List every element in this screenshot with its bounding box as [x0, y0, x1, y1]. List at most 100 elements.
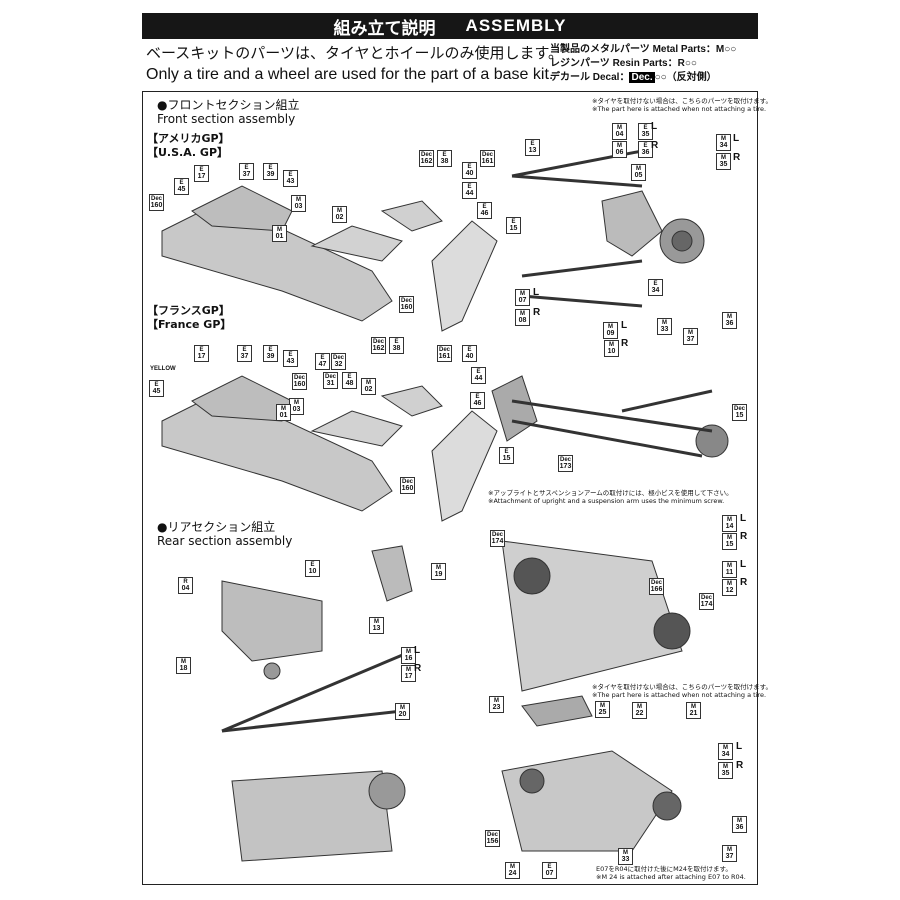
- part-label-prefix: M: [608, 324, 613, 330]
- m24-note-jp: E07をR04に取付けた後にM24を取付けます。: [596, 865, 732, 873]
- part-label-number: 36: [725, 320, 734, 327]
- part-label-prefix: E: [482, 204, 487, 210]
- part-label-number: 03: [292, 406, 301, 413]
- part-label-number: 44: [465, 190, 474, 197]
- front-section-jp: ●フロントセクション組立: [157, 98, 300, 112]
- part-label-prefix: Dec: [372, 339, 384, 345]
- left-side-mark: L: [533, 287, 540, 298]
- part-label-number: 37: [240, 353, 249, 360]
- decal-legend: デカール Decal：Dec.○○（反対側）: [550, 71, 736, 85]
- part-label-number: 07: [545, 870, 554, 877]
- part-label-prefix: E: [442, 152, 447, 158]
- front-hub-assembled: [695, 424, 729, 458]
- part-label-number: 174: [491, 538, 504, 545]
- intro-text: ベースキットのパーツは、タイヤとホイールのみ使用します。 Only a tire…: [146, 42, 563, 86]
- part-label-prefix: E: [530, 141, 535, 147]
- left-side-mark: L: [621, 320, 628, 331]
- part-label-number: 11: [725, 569, 734, 576]
- part-label-number: 03: [294, 203, 303, 210]
- part-label-number: 160: [401, 485, 414, 492]
- part-label-number: 17: [404, 673, 413, 680]
- part-label-number: 19: [434, 571, 443, 578]
- assembly-illustrations: [161, 149, 729, 862]
- usa-front-flap-2: [380, 200, 443, 232]
- part-label-number: 34: [721, 751, 730, 758]
- france-flap-2: [380, 385, 443, 417]
- parts-legend: 当製品のメタルパーツ Metal Parts：M○○ レジンパーツ Resin …: [550, 43, 736, 85]
- part-label-number: 39: [266, 171, 275, 178]
- part-label-prefix: E: [154, 382, 159, 388]
- part-label-prefix: M: [181, 659, 186, 665]
- rear-section-jp: ●リアセクション組立: [157, 520, 276, 534]
- left-side-mark: L: [651, 121, 658, 132]
- part-label-prefix: Dec: [324, 374, 336, 380]
- part-label-prefix: E: [199, 167, 204, 173]
- part-label-prefix: M: [400, 705, 405, 711]
- usa-endplate: [431, 220, 498, 332]
- decal-box: Dec.: [629, 72, 655, 83]
- right-side-mark: R: [651, 140, 659, 151]
- part-label-prefix: M: [510, 864, 515, 870]
- part-label-number: 18: [179, 665, 188, 672]
- part-label-number: 32: [334, 361, 343, 368]
- rear-section-heading: ●リアセクション組立 Rear section assembly: [157, 520, 292, 548]
- tire-note-2-jp: ※タイヤを取付けない場合は、こちらのパーツを取付けます。: [592, 683, 772, 691]
- part-label-number: 44: [474, 375, 483, 382]
- part-label-prefix: M: [294, 400, 299, 406]
- part-label-prefix: E: [467, 347, 472, 353]
- part-label-number: 161: [481, 158, 494, 165]
- france-gp-jp: 【フランスGP】: [147, 304, 230, 317]
- upright-note: ※アップライトとサスペンションアームの取付けには、極小ビスを使用して下さい。 ※…: [488, 489, 733, 505]
- upright-note-en: ※Attachment of upright and a suspension …: [488, 497, 725, 505]
- part-label-number: 17: [197, 173, 206, 180]
- part-label-number: 34: [719, 142, 728, 149]
- left-side-mark: L: [733, 133, 740, 144]
- part-label-prefix: Dec: [293, 375, 305, 381]
- part-label-number: 15: [735, 412, 744, 419]
- right-side-mark: R: [733, 152, 741, 163]
- part-label-number: 16: [404, 655, 413, 662]
- tire-note-2: ※タイヤを取付けない場合は、こちらのパーツを取付けます。 ※The part h…: [592, 683, 772, 699]
- part-label-prefix: Dec: [332, 355, 344, 361]
- rear-lower-assembly: [501, 750, 673, 852]
- part-label-prefix: E: [288, 172, 293, 178]
- part-label-prefix: M: [623, 850, 628, 856]
- part-label-number: 06: [615, 149, 624, 156]
- part-label-prefix: M: [609, 342, 614, 348]
- right-side-mark: R: [736, 760, 744, 771]
- part-label-prefix: Dec: [150, 196, 162, 202]
- part-label-prefix: E: [547, 864, 552, 870]
- part-label-prefix: M: [636, 166, 641, 172]
- part-label-number: 33: [660, 326, 669, 333]
- part-label-prefix: E: [320, 355, 325, 361]
- part-label-number: 46: [473, 400, 482, 407]
- part-label-prefix: M: [737, 818, 742, 824]
